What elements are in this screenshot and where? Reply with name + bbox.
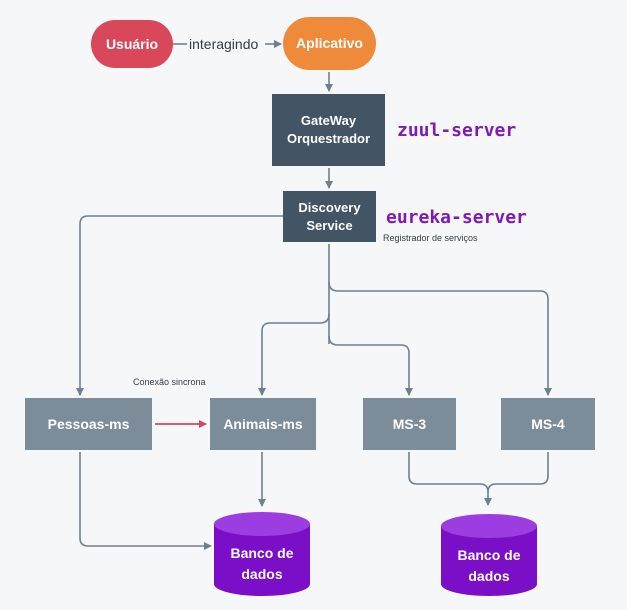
connector-ms3-db — [408, 452, 492, 506]
zuul-server-label: zuul-server — [397, 120, 517, 141]
discovery-label-line2: Service — [306, 217, 353, 233]
ms3-label: MS-3 — [392, 415, 427, 432]
ms3-node: MS-3 — [363, 398, 456, 450]
database-2-label-line2: dados — [468, 568, 510, 584]
connector-ms4-db — [487, 452, 549, 493]
usuario-node: Usuário — [91, 20, 173, 68]
animais-ms-label: Animais-ms — [223, 415, 303, 432]
connector-discovery-pessoas — [76, 215, 283, 396]
ms4-node: MS-4 — [501, 398, 595, 450]
connector-discovery-ms3 — [328, 335, 413, 396]
pessoas-ms-node: Pessoas-ms — [25, 398, 152, 450]
ms4-label: MS-4 — [531, 415, 565, 432]
database-cylinder-1 — [214, 512, 310, 596]
connector-discovery-animais — [258, 313, 330, 396]
database-1-label-line2: dados — [241, 566, 283, 582]
aplicativo-label: Aplicativo — [296, 35, 363, 52]
database-2-label-line1: Banco de — [457, 547, 521, 563]
database-1-label-line1: Banco de — [230, 545, 294, 561]
pessoas-ms-label: Pessoas-ms — [47, 415, 130, 432]
usuario-label: Usuário — [105, 35, 159, 52]
discovery-label-line1: Discovery — [298, 199, 361, 215]
database-2-label: Banco de dados — [441, 545, 537, 587]
connector-discovery-ms4 — [328, 281, 552, 396]
discovery-node: Discovery Service — [283, 191, 376, 242]
connector-pessoas-db — [79, 452, 212, 550]
conexao-sincrona-label: Conexão sincrona — [133, 377, 206, 387]
gateway-label-line2: Orquestrador — [286, 131, 371, 146]
gateway-node: GateWay Orquestrador — [272, 94, 385, 166]
interagindo-label: interagindo — [189, 36, 259, 52]
database-cylinder-2 — [441, 514, 537, 596]
database-1-label: Banco de dados — [214, 543, 310, 585]
aplicativo-node: Aplicativo — [283, 17, 376, 70]
gateway-label-line1: GateWay — [300, 113, 357, 129]
eureka-server-label: eureka-server — [386, 207, 527, 228]
animais-ms-node: Animais-ms — [210, 398, 316, 450]
registrador-label: Registrador de serviços — [383, 233, 478, 243]
